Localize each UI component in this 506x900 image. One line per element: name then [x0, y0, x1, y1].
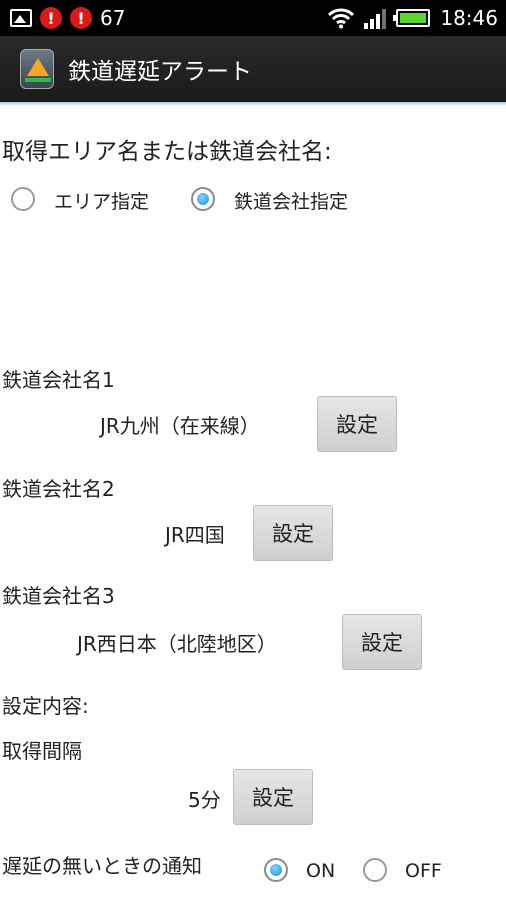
image-icon	[10, 9, 32, 27]
battery-icon	[393, 9, 431, 27]
area-heading: 取得エリア名または鉄道会社名:	[2, 139, 332, 165]
radio-notify-on[interactable]	[264, 858, 288, 882]
company-1-set-button[interactable]: 設定	[317, 396, 397, 452]
action-bar-divider	[0, 102, 506, 106]
company-3-set-button[interactable]: 設定	[342, 614, 422, 670]
company-2-label: 鉄道会社名2	[2, 477, 115, 501]
radio-area-label[interactable]: エリア指定	[54, 191, 150, 213]
company-2-value: JR四国	[165, 523, 225, 547]
interval-set-button[interactable]: 設定	[233, 769, 313, 825]
train-alert-app-icon	[20, 49, 54, 89]
company-3-label: 鉄道会社名3	[2, 584, 115, 608]
settings-heading: 設定内容:	[2, 694, 89, 718]
alert-icon: !	[40, 7, 62, 29]
interval-label: 取得間隔	[2, 739, 82, 763]
status-left: ! ! 67	[10, 0, 125, 36]
clock: 18:46	[440, 6, 498, 30]
radio-notify-on-label[interactable]: ON	[306, 860, 336, 882]
radio-company[interactable]	[191, 187, 215, 211]
alert-icon: !	[70, 7, 92, 29]
app-title: 鉄道遅延アラート	[68, 59, 252, 85]
signal-icon	[364, 7, 387, 29]
status-bar: ! ! 67 18:46	[0, 0, 506, 36]
company-3-value: JR西日本（北陸地区）	[77, 632, 277, 656]
radio-notify-off[interactable]	[363, 858, 387, 882]
radio-area[interactable]	[11, 187, 35, 211]
company-1-value: JR九州（在来線）	[100, 414, 260, 438]
company-1-label: 鉄道会社名1	[2, 368, 115, 392]
interval-value: 5分	[188, 788, 221, 812]
radio-company-label[interactable]: 鉄道会社指定	[234, 191, 349, 213]
notification-count: 67	[100, 6, 126, 30]
action-bar: 鉄道遅延アラート	[0, 36, 506, 102]
company-2-set-button[interactable]: 設定	[253, 505, 333, 561]
wifi-icon	[328, 8, 355, 29]
status-right: 18:46	[328, 0, 498, 36]
no-delay-notify-label: 遅延の無いときの通知	[2, 854, 202, 878]
radio-notify-off-label[interactable]: OFF	[405, 860, 442, 882]
